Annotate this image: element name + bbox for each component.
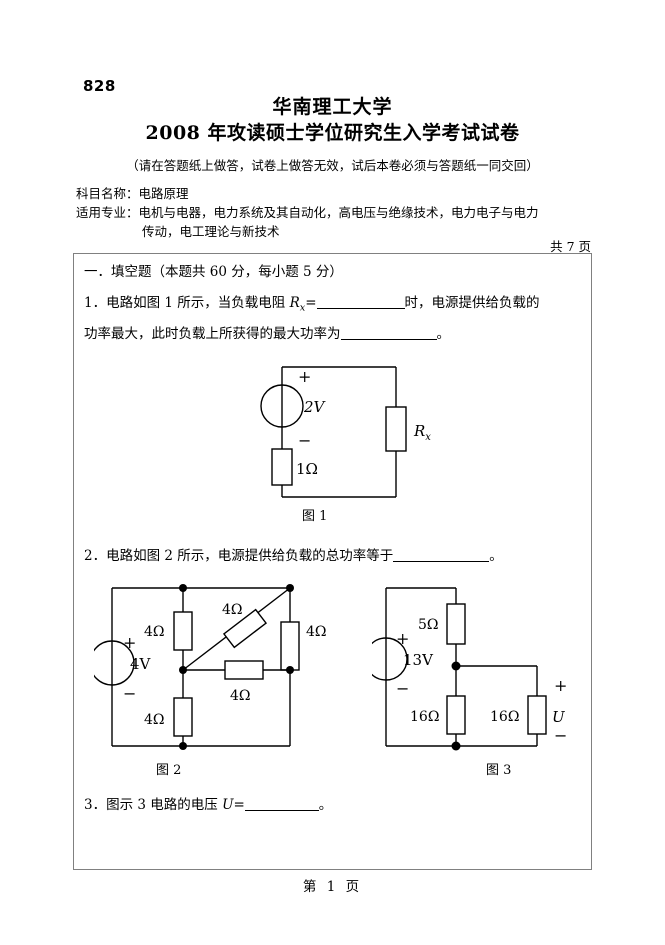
figure-1: + − 2V 1Ω Rx: [224, 359, 444, 508]
question-2-period: 。: [489, 548, 503, 564]
question-1-line-1: 1．电路如图 1 所示，当负载电阻 Rx= 时，电源提供给负载的: [84, 293, 586, 319]
question-1-text-part1: 电路如图 1 所示，当负载电阻: [106, 295, 286, 311]
figure-3-circuit: + − 13V 5Ω 16Ω 16Ω + − U: [364, 587, 567, 751]
figure-2-circuit: + − 4V 4Ω 4Ω 4Ω 4Ω 4Ω: [89, 584, 327, 750]
figure-2: + − 4V 4Ω 4Ω 4Ω 4Ω 4Ω: [89, 574, 334, 768]
figure-1-load-resistor-label: Rx: [413, 422, 431, 443]
figure-2-r-top-right-label: 4Ω: [306, 624, 327, 640]
figure-2-node-bottom: [179, 742, 187, 750]
question-1-period: 。: [436, 326, 451, 342]
university-title: 华南理工大学: [272, 96, 393, 118]
figure-1-series-resistor-label: 1Ω: [296, 460, 318, 478]
major-value-line2: 传动，电工理论与新技术: [142, 224, 280, 239]
total-pages-label: 共 7 页: [550, 239, 591, 254]
figure-2-r-middle-label: 4Ω: [230, 688, 251, 704]
figure-3-source-minus: −: [396, 679, 409, 698]
figure-3-source-plus: +: [396, 629, 409, 648]
figure-2-caption: 图 2: [156, 763, 182, 778]
figure-3-voltage-label: U: [552, 708, 566, 726]
question-1-equals: =: [305, 295, 317, 311]
figure-2-r-top-left-label: 4Ω: [144, 624, 165, 640]
major-value-line1: 电机与电器，电力系统及其自动化，高电压与绝缘技术，电力电子与电力: [138, 205, 539, 220]
exam-title: 2008 年攻读硕士学位研究生入学考试试卷: [145, 122, 520, 144]
question-3-variable: U: [222, 797, 234, 813]
question-3-period: 。: [318, 797, 333, 813]
question-1-text-part3: 功率最大，此时负载上所获得的最大功率为: [84, 326, 341, 342]
figure-1-source-plus: +: [298, 367, 311, 386]
figure-3-r-series-label: 5Ω: [418, 617, 439, 633]
section-heading: 一．填空题（本题共 60 分，每小题 5 分）: [84, 264, 343, 280]
figure-3-node-lower: [451, 741, 461, 751]
figure-1-source-minus: −: [298, 431, 311, 450]
question-3-blank[interactable]: [244, 796, 319, 811]
figure-2-source-minus: −: [123, 684, 136, 703]
major-line: 适用专业：电机与电器，电力系统及其自动化，高电压与绝缘技术，电力电子与电力 传动…: [76, 203, 596, 241]
question-1-line-2: 功率最大，此时负载上所获得的最大功率为 。: [84, 324, 586, 344]
figure-1-circuit: + − 2V 1Ω Rx: [260, 366, 431, 498]
subject-label: 科目名称：: [76, 186, 139, 201]
question-3-equals: =: [233, 797, 245, 813]
figure-2-source-plus: +: [123, 633, 136, 652]
subject-line: 科目名称：电路原理: [76, 184, 189, 203]
figure-3-voltage-minus: −: [554, 726, 567, 745]
exam-code-number: 828: [83, 77, 116, 95]
question-3-line: 3．图示 3 电路的电压 U= 。: [84, 795, 586, 815]
major-label: 适用专业：: [76, 205, 139, 220]
figure-2-source-value: 4V: [130, 655, 152, 673]
figure-3-caption: 图 3: [486, 763, 512, 778]
question-1-variable: Rx: [289, 295, 306, 314]
exam-notice: （请在答题纸上做答，试卷上做答无效，试后本卷必须与答题纸一同交回）: [126, 158, 539, 173]
figure-1-caption: 图 1: [302, 509, 328, 524]
question-1-number: 1．: [84, 295, 107, 311]
figure-3-voltage-plus: +: [554, 676, 567, 695]
figure-2-r-bottom-left-label: 4Ω: [144, 712, 165, 728]
figure-2-r-diagonal-label: 4Ω: [222, 602, 243, 618]
figure-3-source-value: 13V: [403, 651, 434, 669]
subject-value: 电路原理: [138, 186, 189, 201]
figure-2-node-center: [179, 666, 187, 674]
question-2-text: 电路如图 2 所示，电源提供给负载的总功率等于: [106, 548, 394, 564]
question-3-text: 图示 3 电路的电压: [106, 797, 218, 813]
question-1-text-part2: 时，电源提供给负载的: [404, 295, 540, 311]
page-footer: 第 1 页: [302, 879, 363, 895]
figure-1-source-value: 2V: [303, 398, 327, 416]
figure-2-node-right: [286, 666, 294, 674]
question-2-number: 2．: [84, 548, 107, 564]
figure-3-r-right-label: 16Ω: [490, 709, 519, 725]
figure-3: + − 13V 5Ω 16Ω 16Ω + − U: [364, 574, 582, 768]
question-1-blank-2[interactable]: [340, 325, 437, 340]
figure-3-r-left-label: 16Ω: [410, 709, 439, 725]
question-2-line: 2．电路如图 2 所示，电源提供给负载的总功率等于 。: [84, 546, 586, 566]
question-2-blank[interactable]: [393, 547, 490, 562]
question-1-blank-1[interactable]: [316, 294, 405, 309]
figure-2-node-top-right: [286, 584, 294, 592]
figure-2-node-top: [179, 584, 187, 592]
question-3-number: 3．: [84, 797, 107, 813]
figure-3-node-upper: [451, 661, 461, 671]
exam-content-box: 一．填空题（本题共 60 分，每小题 5 分） 1．电路如图 1 所示，当负载电…: [73, 253, 592, 870]
